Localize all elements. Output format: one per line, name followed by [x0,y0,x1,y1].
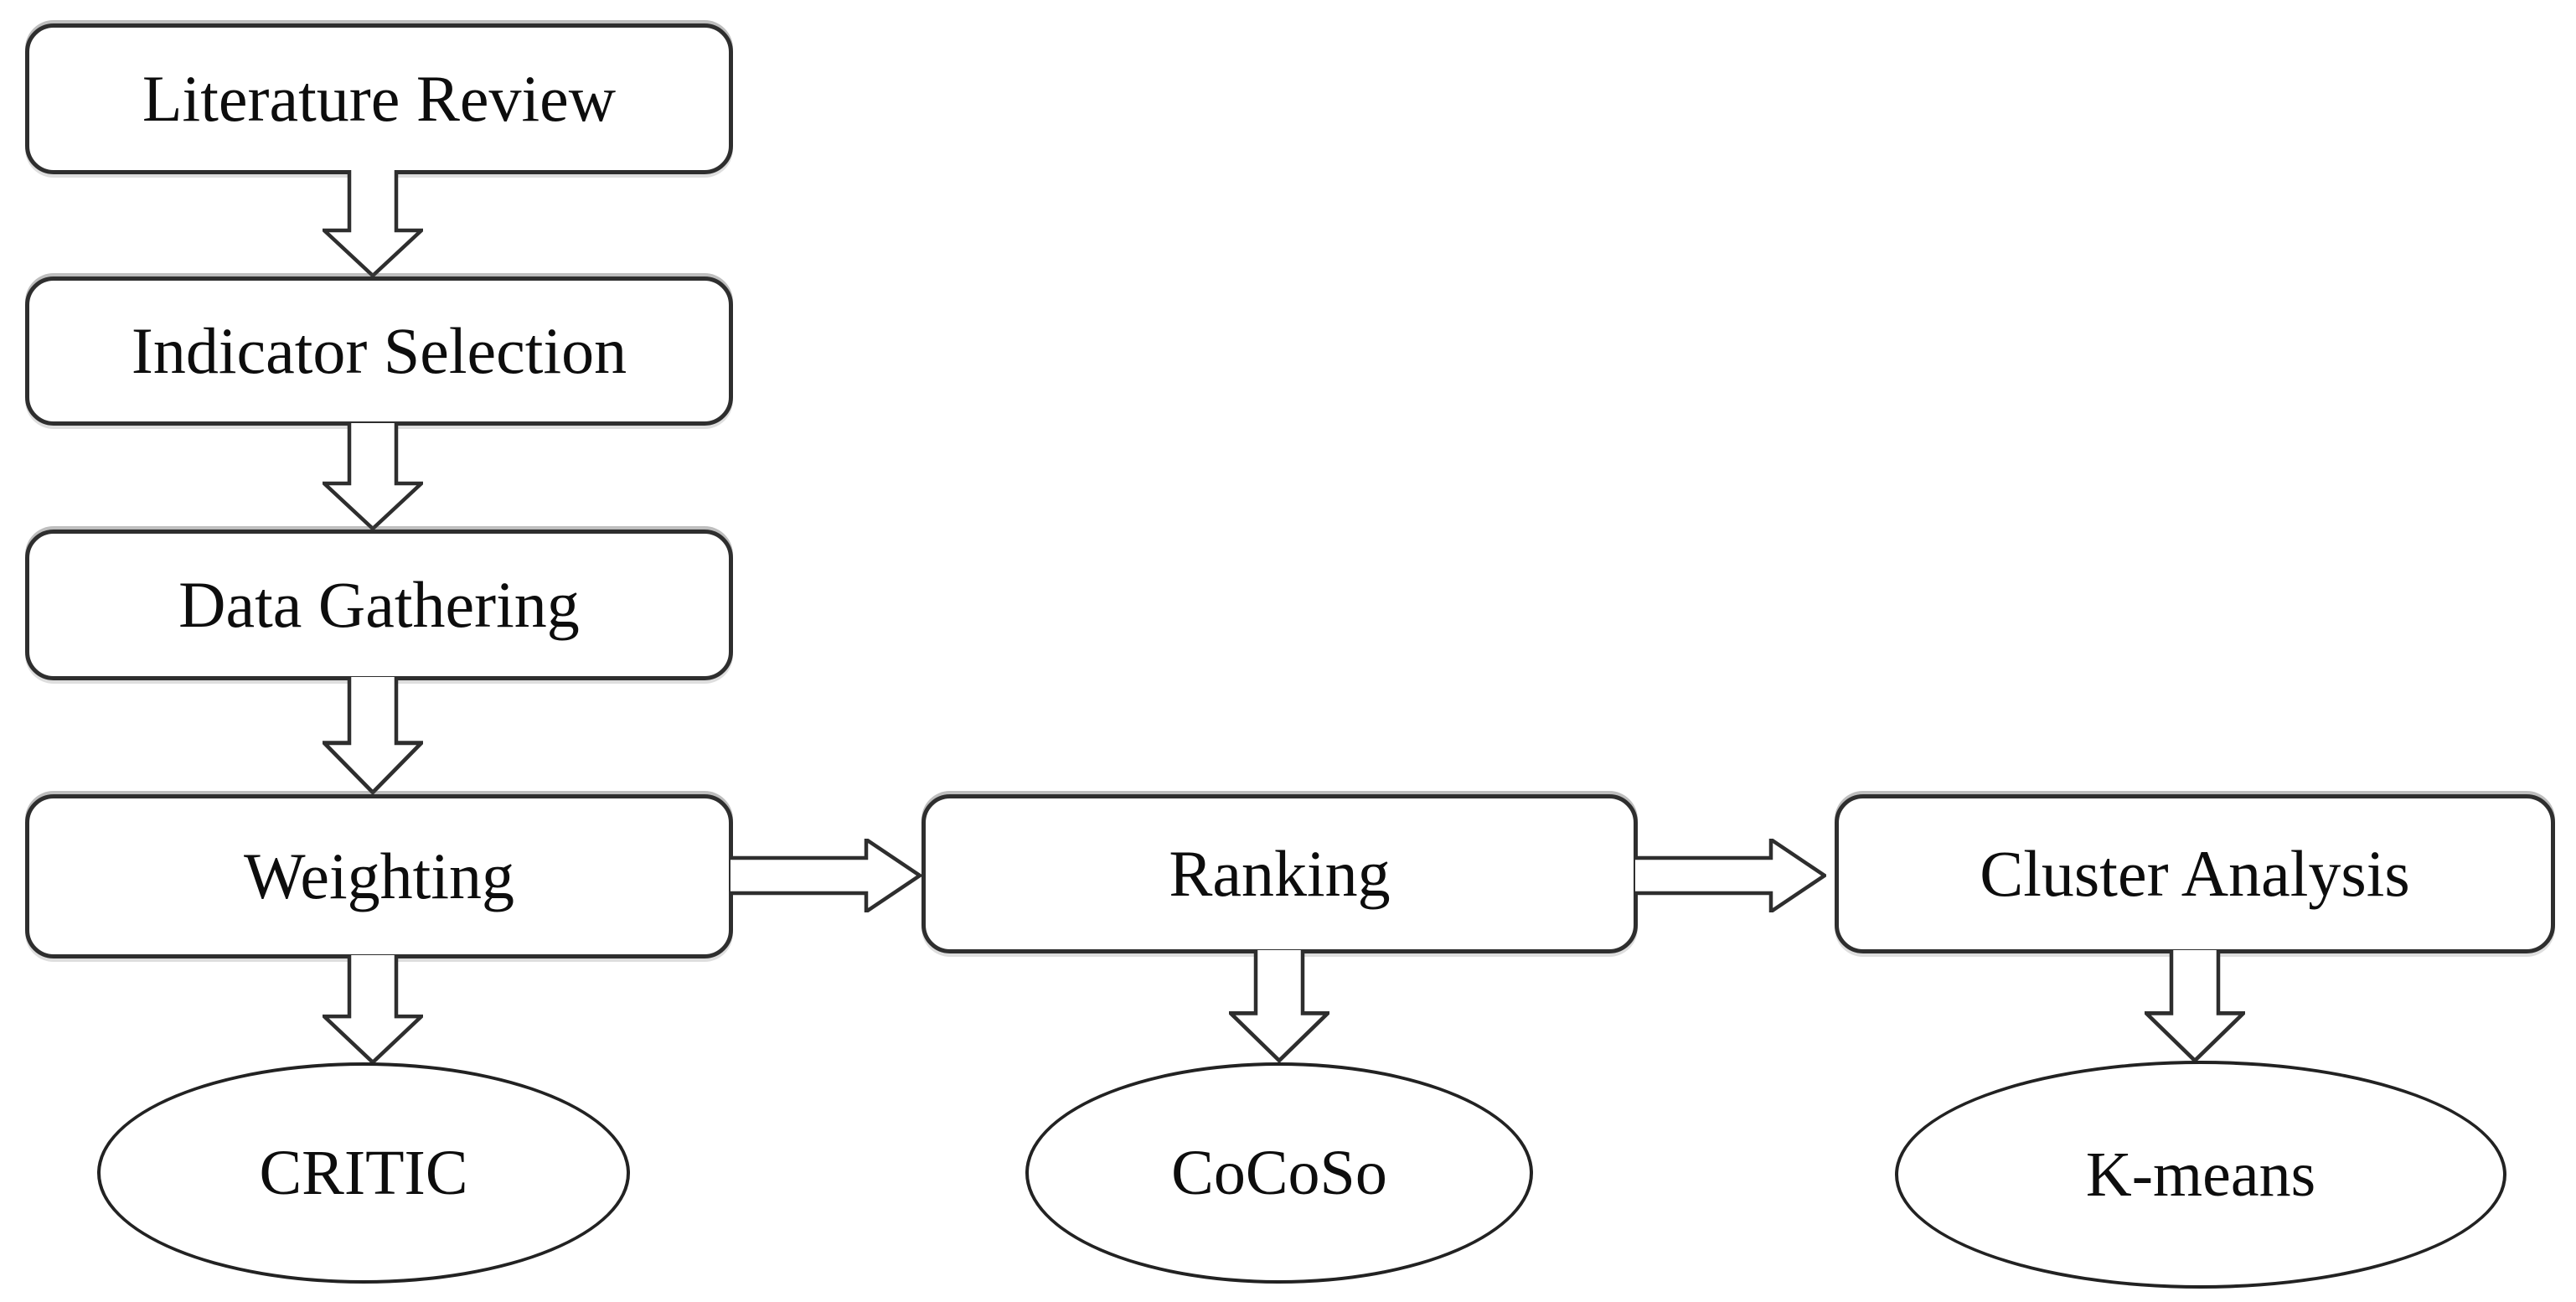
node-critic-label: CRITIC [259,1138,468,1208]
node-ranking-label: Ranking [1169,837,1391,910]
node-data-gathering-label: Data Gathering [178,568,580,641]
node-data-gathering: Data Gathering [25,530,733,680]
arrow-literature-to-indicator [323,170,423,277]
node-cocoso: CoCoSo [1025,1062,1533,1284]
arrow-ranking-to-cocoso [1229,950,1329,1062]
node-indicator-selection-label: Indicator Selection [131,314,627,387]
node-k-means-label: K-means [2085,1139,2316,1210]
node-k-means: K-means [1895,1061,2506,1289]
arrow-data-to-weighting [323,677,423,794]
arrow-weighting-to-ranking [730,839,921,912]
node-critic: CRITIC [97,1062,630,1284]
node-cluster-analysis-label: Cluster Analysis [1980,837,2410,910]
node-cocoso-label: CoCoSo [1171,1138,1387,1208]
node-literature-review-label: Literature Review [142,62,617,135]
arrow-cluster-to-kmeans [2145,950,2245,1062]
node-indicator-selection: Indicator Selection [25,276,733,426]
arrow-ranking-to-cluster [1635,839,1826,912]
node-ranking: Ranking [921,794,1638,953]
node-weighting-label: Weighting [243,840,514,912]
node-weighting: Weighting [25,794,733,958]
node-cluster-analysis: Cluster Analysis [1835,794,2555,953]
arrow-indicator-to-data [323,423,423,530]
node-literature-review: Literature Review [25,23,733,174]
arrow-weighting-to-critic [323,955,423,1064]
